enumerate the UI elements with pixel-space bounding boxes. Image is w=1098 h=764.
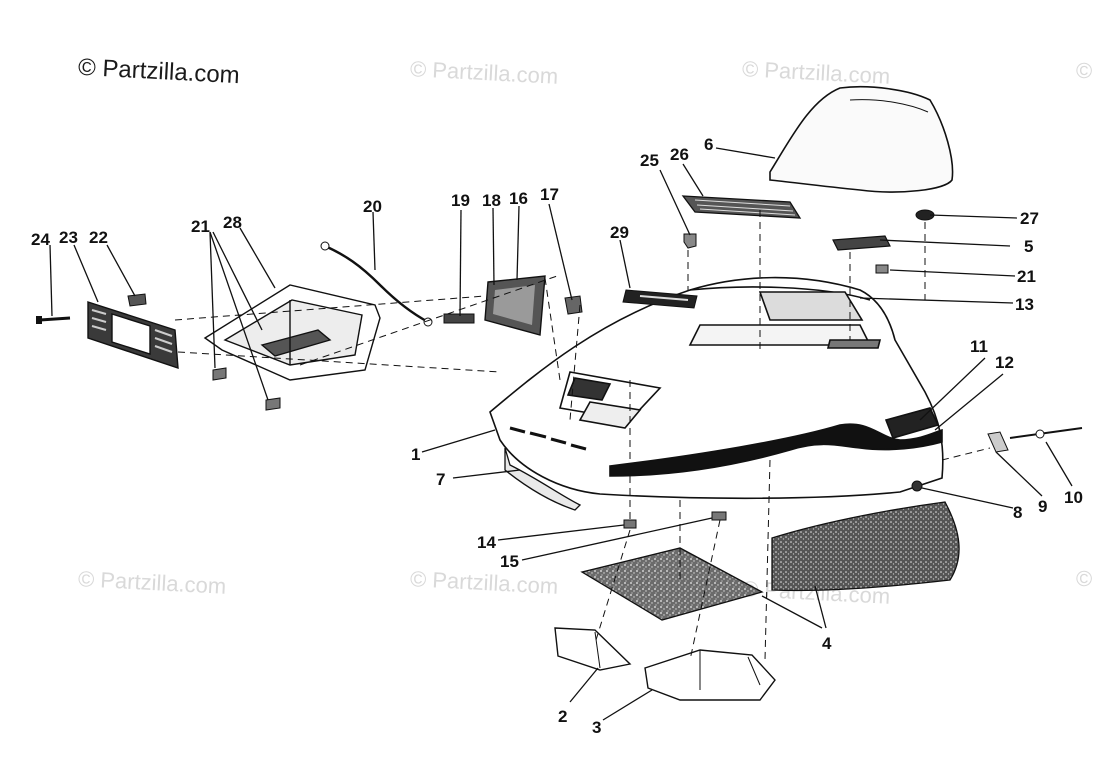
callout-26: 26 — [670, 145, 689, 164]
bulb — [564, 295, 583, 315]
callout-23: 23 — [59, 228, 78, 247]
cable — [324, 244, 429, 324]
decal — [622, 289, 698, 309]
nut — [911, 480, 923, 492]
callout-5: 5 — [1024, 237, 1033, 256]
callout-9: 9 — [1038, 497, 1047, 516]
callout-24: 24 — [31, 230, 50, 249]
fastener — [711, 511, 727, 521]
hood-body — [489, 276, 944, 500]
callout-3: 3 — [592, 718, 601, 737]
callout-14: 14 — [477, 533, 496, 552]
insulation-pad — [771, 501, 960, 592]
vent-grille — [681, 195, 802, 219]
hood-skirt — [504, 447, 582, 511]
callout-25: 25 — [640, 151, 659, 170]
callout-29: 29 — [610, 223, 629, 242]
clip — [875, 264, 889, 274]
leader-lines — [49, 147, 1073, 721]
hinge — [832, 235, 891, 251]
callout-19: 19 — [451, 191, 470, 210]
callout-17: 17 — [540, 185, 559, 204]
callout-8: 8 — [1013, 503, 1022, 522]
pin — [1009, 427, 1083, 439]
callout-15: 15 — [500, 552, 519, 571]
gauge-bezel — [87, 301, 179, 369]
callout-7: 7 — [436, 470, 445, 489]
callout-4: 4 — [822, 634, 832, 653]
callout-10: 10 — [1064, 488, 1083, 507]
callout-11: 11 — [970, 337, 988, 356]
callout-27: 27 — [1020, 209, 1039, 228]
alignment-lines — [174, 210, 991, 661]
fastener — [623, 519, 637, 529]
callout-12: 12 — [995, 353, 1014, 372]
support-bracket — [554, 627, 632, 671]
callout-21: 21 — [191, 217, 210, 236]
callout-1: 1 — [411, 445, 420, 464]
bracket — [987, 431, 1009, 453]
callout-6: 6 — [704, 135, 713, 154]
spring — [443, 313, 475, 324]
insulation-pad — [580, 547, 764, 621]
callout-2: 2 — [558, 707, 567, 726]
callout-21-right: 21 — [1017, 267, 1036, 286]
clip — [265, 397, 281, 411]
callout-labels: 1 2 3 4 5 6 7 8 9 10 11 12 13 14 15 16 1… — [31, 135, 1083, 737]
callout-20: 20 — [363, 197, 382, 216]
console-tray — [203, 284, 381, 381]
callout-22: 22 — [89, 228, 108, 247]
callout-28: 28 — [223, 213, 242, 232]
callout-16: 16 — [509, 189, 528, 208]
knob — [127, 293, 147, 307]
clip — [212, 367, 227, 381]
air-duct — [644, 649, 776, 701]
screw — [39, 316, 71, 322]
callout-18: 18 — [482, 191, 501, 210]
clip — [683, 233, 697, 249]
callout-13: 13 — [1015, 295, 1034, 314]
windshield — [769, 85, 954, 193]
